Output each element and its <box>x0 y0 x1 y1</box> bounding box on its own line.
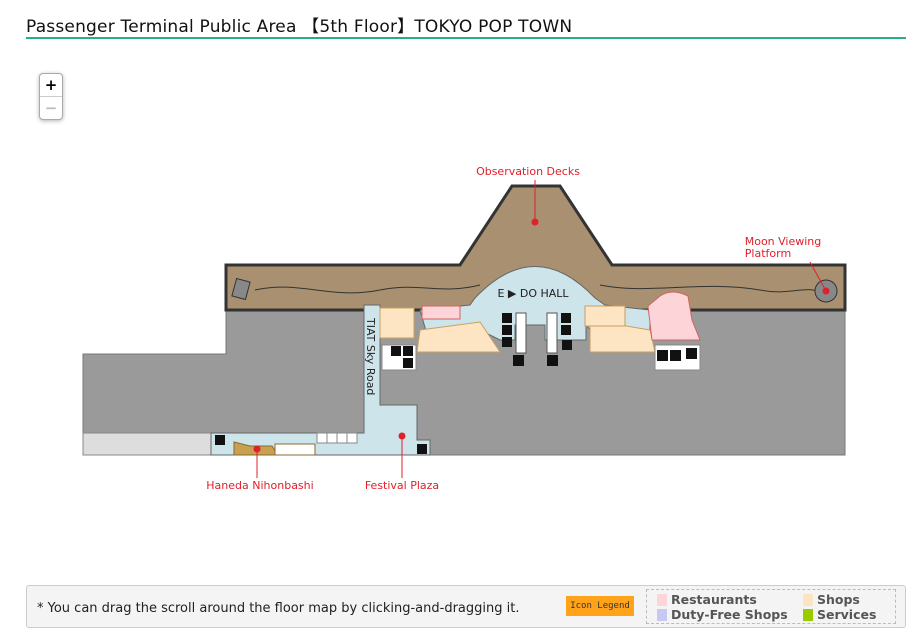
color-legend: Restaurants Shops Duty-Free Shops Servic… <box>646 589 896 624</box>
light-gray-area <box>82 432 212 456</box>
legend-duty-free: Duty-Free Shops <box>657 607 788 622</box>
shop <box>584 305 626 327</box>
zoom-out-button[interactable]: − <box>44 99 58 117</box>
nihonbashi-bridge <box>274 443 316 456</box>
swatch <box>803 593 813 606</box>
e-do-hall-label: E ▶ DO HALL <box>497 287 569 300</box>
drag-note: * You can drag the scroll around the flo… <box>37 601 520 616</box>
stairs <box>515 312 527 354</box>
swatch <box>803 608 813 621</box>
legend-restaurants: Restaurants <box>657 592 757 607</box>
label-haneda-nihonbashi[interactable]: Haneda Nihonbashi <box>206 479 313 492</box>
page-title: Passenger Terminal Public Area 【5th Floo… <box>26 17 573 37</box>
label-observation-decks[interactable]: Observation Decks <box>476 165 580 178</box>
white-boxes <box>316 432 358 444</box>
restaurant <box>421 305 461 320</box>
swatch <box>657 608 667 621</box>
swatch <box>657 593 667 606</box>
legend-shops: Shops <box>803 592 860 607</box>
title-divider <box>26 37 906 39</box>
label-moon-viewing-2[interactable]: Platform <box>745 247 791 260</box>
restaurant <box>647 291 701 341</box>
footer-bar: * You can drag the scroll around the flo… <box>26 585 906 628</box>
sky-road-corridor <box>210 304 431 456</box>
legend-services: Services <box>803 607 876 622</box>
icon-legend-button[interactable]: Icon Legend <box>566 596 634 616</box>
legend-label: Shops <box>817 592 860 607</box>
legend-label: Duty-Free Shops <box>671 607 788 622</box>
deck-path <box>254 284 821 294</box>
service-icons <box>215 313 697 454</box>
label-moon-viewing-1[interactable]: Moon Viewing <box>745 235 822 248</box>
legend-label: Services <box>817 607 877 622</box>
markers <box>253 180 830 478</box>
shop <box>416 321 501 353</box>
legend-label: Restaurants <box>671 592 757 607</box>
shop <box>379 307 415 339</box>
stairs <box>546 312 558 354</box>
label-festival-plaza[interactable]: Festival Plaza <box>365 479 439 492</box>
zoom-control: + − <box>39 73 63 120</box>
sky-road-label: TIAT Sky Road <box>364 317 377 395</box>
zoom-in-button[interactable]: + <box>40 74 62 97</box>
deck-feature <box>231 277 251 301</box>
